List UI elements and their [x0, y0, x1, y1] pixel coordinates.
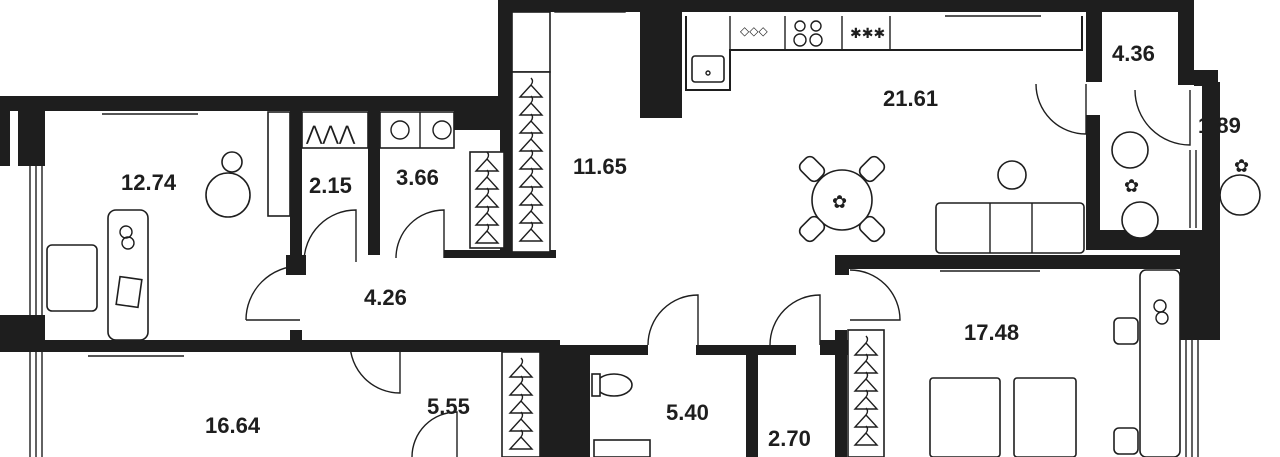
svg-text:◇◇◇: ◇◇◇: [740, 24, 768, 38]
hanger-icons: [474, 77, 879, 450]
area-label-bedroom-right: 17.48: [964, 320, 1019, 345]
windows: [29, 0, 1199, 457]
svg-text:✿: ✿: [1234, 156, 1249, 177]
area-label-wardrobe-c: 2.70: [768, 426, 811, 451]
area-label-closet-small: 1.89: [1198, 113, 1241, 138]
area-label-wardrobe-a: 2.15: [309, 173, 352, 198]
svg-text:⋀⋀⋀: ⋀⋀⋀: [305, 121, 356, 145]
area-label-vestibule: 4.36: [1112, 41, 1155, 66]
walls: [0, 0, 1220, 457]
svg-text:✿: ✿: [832, 192, 847, 213]
furniture: ◇◇◇ ✱✱✱ ✿ ✿ ✿ ⋀⋀⋀: [46, 11, 1261, 457]
hanger-icon: [853, 425, 879, 446]
area-label-bedroom-left: 12.74: [121, 170, 177, 195]
area-label-hall: 11.65: [573, 154, 627, 179]
area-labels: 21.61 4.36 1.89 12.74 2.15 3.66 11.65 4.…: [121, 41, 1241, 451]
area-label-bedroom-bottom: 16.64: [205, 413, 261, 438]
hanger-icon: [508, 429, 534, 450]
area-label-corridor: 4.26: [364, 285, 407, 310]
hanger-icon: [474, 223, 500, 244]
area-label-wardrobe-b: 5.55: [427, 394, 470, 419]
area-label-bathroom: 5.40: [666, 400, 709, 425]
area-label-living-kitchen: 21.61: [883, 86, 938, 111]
doors: [245, 83, 1191, 457]
area-label-laundry: 3.66: [396, 165, 439, 190]
hanger-icon: [518, 221, 544, 242]
svg-text:✱✱✱: ✱✱✱: [850, 26, 885, 42]
svg-text:✿: ✿: [1124, 176, 1139, 197]
